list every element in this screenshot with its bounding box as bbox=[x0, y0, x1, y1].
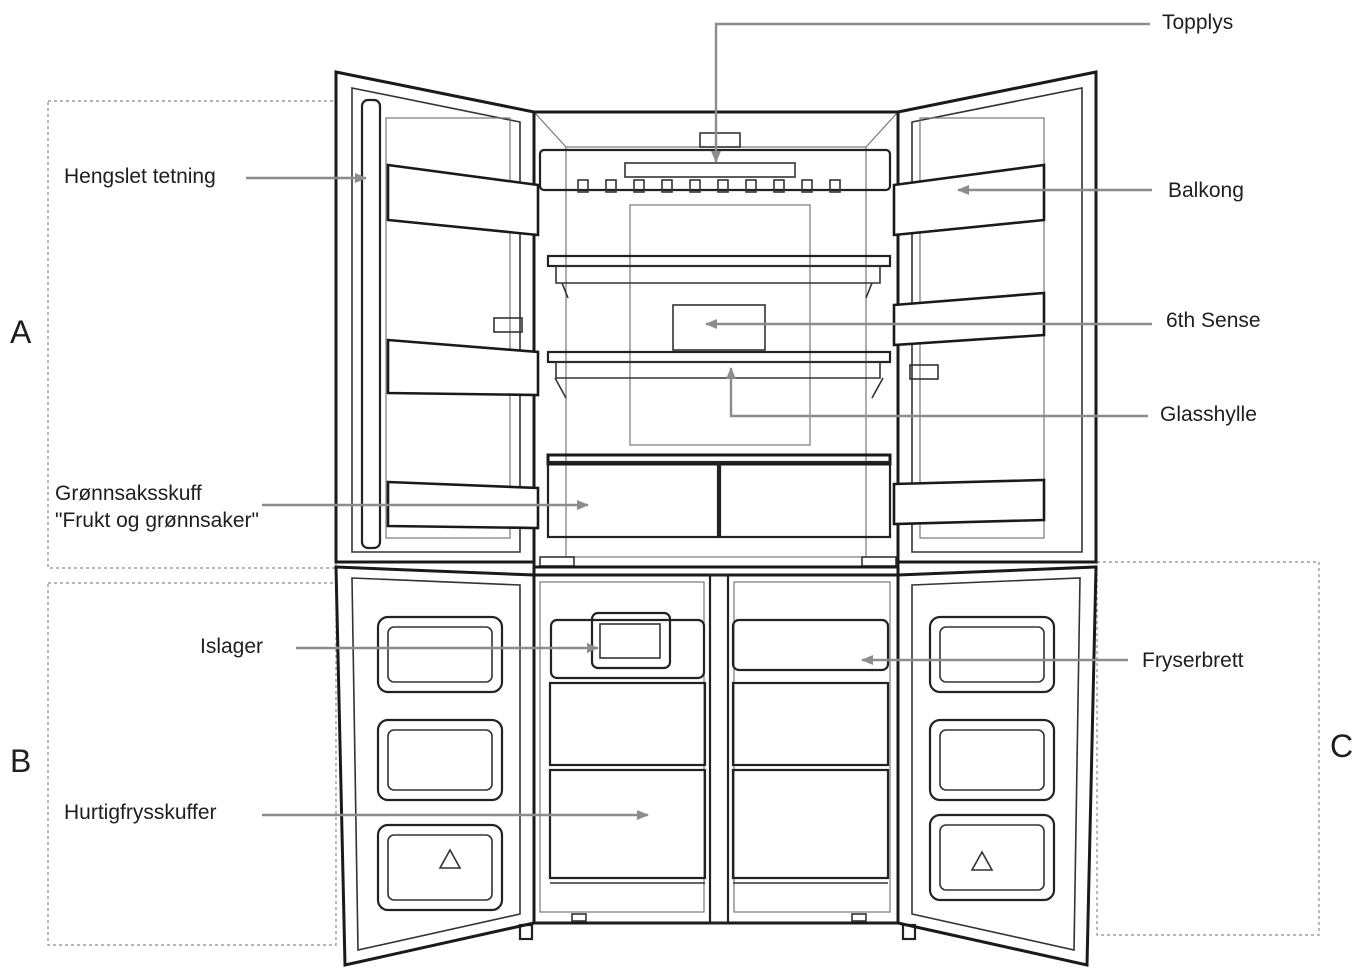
freezer-drawer-1 bbox=[548, 681, 707, 767]
callout-arrows bbox=[246, 22, 1152, 820]
section-label-b: B bbox=[10, 743, 32, 779]
balcony-shelf-right-2 bbox=[892, 291, 1046, 347]
section-a-frame bbox=[47, 100, 337, 569]
arrow-topplys bbox=[711, 22, 1150, 163]
balcony-shelf-right-1 bbox=[892, 163, 1046, 237]
section-b-frame bbox=[47, 582, 337, 946]
recycle-symbol-icon bbox=[438, 848, 462, 869]
fast-freeze-drawer bbox=[548, 768, 707, 880]
cabinet bbox=[518, 110, 917, 941]
section-label-a: A bbox=[10, 314, 32, 350]
right-freezer-door bbox=[896, 565, 1098, 967]
label-sixth-sense: 6th Sense bbox=[1166, 309, 1261, 332]
hinged-seal bbox=[360, 98, 382, 550]
freezer-compartment bbox=[532, 573, 900, 925]
left-fridge-door bbox=[334, 70, 540, 564]
label-topplys: Topplys bbox=[1162, 11, 1234, 34]
crisper-drawer-right bbox=[718, 460, 892, 539]
section-label-c: C bbox=[1330, 728, 1354, 764]
glass-shelf-upper bbox=[546, 254, 892, 268]
freezer-tray bbox=[731, 618, 890, 672]
section-c-frame bbox=[1096, 561, 1320, 936]
door-shelf-left-2 bbox=[386, 338, 540, 397]
door-shelf-left-1 bbox=[386, 163, 540, 237]
glass-shelf-lower bbox=[546, 350, 892, 364]
label-fryserbrett: Fryserbrett bbox=[1142, 649, 1244, 672]
label-glasshylle: Glasshylle bbox=[1160, 403, 1257, 426]
label-balkong: Balkong bbox=[1168, 179, 1244, 202]
label-islager: Islager bbox=[200, 635, 264, 658]
label-gronnsak-line1: Grønnsaksskuff bbox=[55, 482, 202, 505]
label-hengslet: Hengslet tetning bbox=[64, 165, 216, 188]
crisper-drawer-left bbox=[546, 460, 720, 539]
sixth-sense-sensor bbox=[672, 304, 766, 351]
left-freezer-door bbox=[334, 565, 536, 967]
section-frames bbox=[47, 100, 1320, 946]
label-gronnsak-line2: "Frukt og grønnsaker" bbox=[55, 509, 259, 532]
balcony-shelf-right-3 bbox=[892, 478, 1046, 526]
right-fridge-door bbox=[892, 70, 1098, 564]
arrow-glasshylle bbox=[726, 367, 1148, 418]
label-hurtigfrys: Hurtigfrysskuffer bbox=[64, 801, 217, 824]
